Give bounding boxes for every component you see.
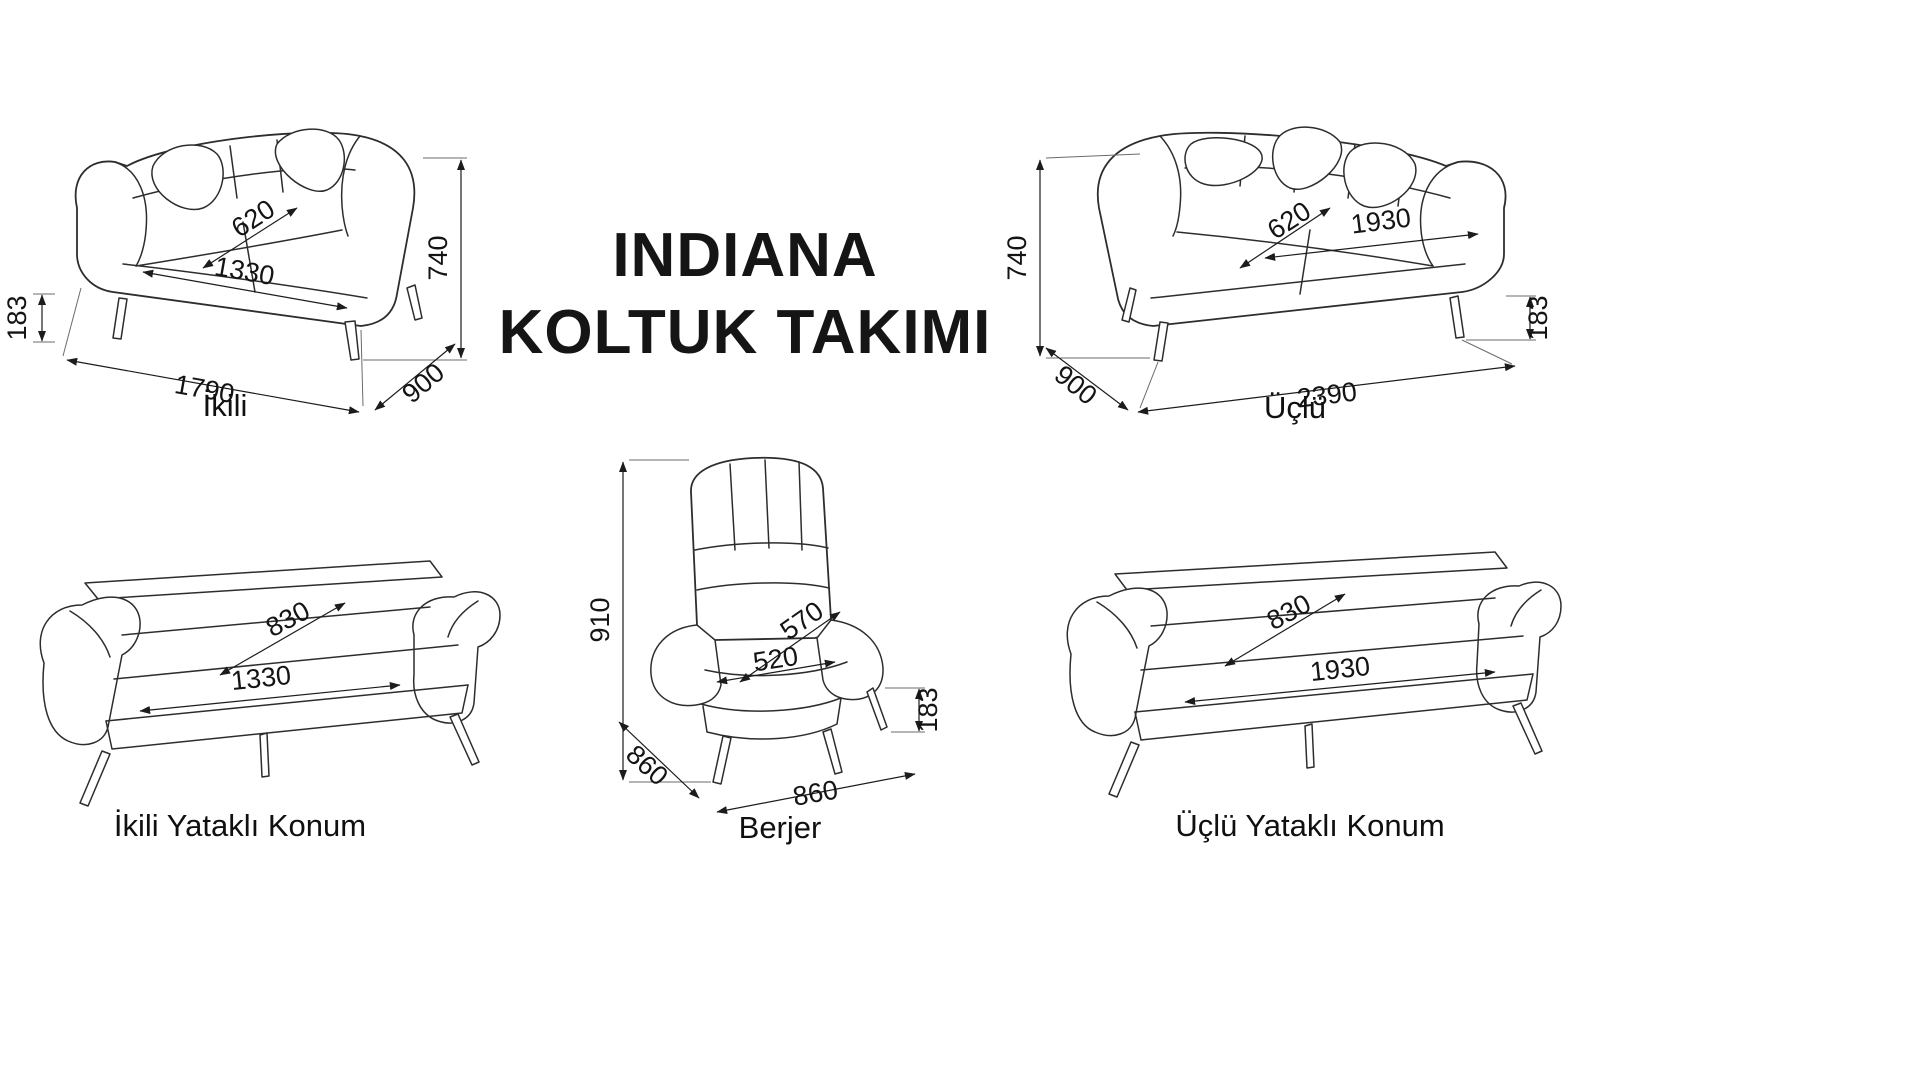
uclu-drawing: 740 900 2390 183 620 1930	[1002, 126, 1553, 415]
uclu-yatakli-drawing: 830 1930	[1066, 551, 1562, 798]
uclu-yatakli-dimensions: 830 1930	[1184, 588, 1496, 706]
title-line-1: INDIANA	[612, 221, 878, 290]
ikili-yatakli-label: İkili Yataklı Konum	[113, 808, 367, 843]
berjer-dim-total-height: 910	[585, 597, 615, 642]
uclu-yatakli-label: Üçlü Yataklı Konum	[1175, 808, 1445, 843]
diagram-title: INDIANA KOLTUK TAKIMI	[430, 218, 1060, 372]
ikili-dim-leg-height: 183	[2, 295, 32, 340]
berjer-drawing: 910 860 860 183 520 570	[585, 456, 943, 815]
ikili-dim-total-height: 740	[423, 235, 453, 280]
berjer-dim-leg-height: 183	[913, 687, 943, 732]
sofabed-body	[39, 560, 501, 807]
armchair-body	[650, 456, 888, 785]
uclu-dim-seat-width: 1930	[1349, 203, 1412, 240]
sofa-body	[1096, 126, 1507, 362]
uclu-dim-total-height: 740	[1002, 235, 1032, 280]
ikili-dim-total-depth: 900	[396, 357, 450, 409]
uclu-dim-total-width: 2390	[1295, 377, 1358, 414]
uclu-label: Üçlü	[1263, 390, 1326, 425]
ikili-yatakli-dim-bed-width: 1330	[230, 660, 293, 696]
title-line-2: KOLTUK TAKIMI	[498, 297, 992, 367]
uclu-dim-leg-height: 183	[1523, 295, 1553, 340]
ikili-label: İkili	[202, 388, 248, 423]
ikili-drawing: 183 740 1790 900 620 1330	[2, 128, 467, 415]
ikili-yatakli-dim-bed-depth: 830	[261, 595, 315, 643]
ikili-yatakli-drawing: 830 1330	[39, 560, 501, 807]
uclu-yatakli-dim-bed-width: 1930	[1309, 651, 1372, 687]
sofa-body	[74, 128, 423, 361]
berjer-label: Berjer	[738, 810, 822, 845]
uclu-dim-total-depth: 900	[1049, 359, 1103, 411]
sofabed-body	[1066, 551, 1562, 798]
berjer-dim-seat-width: 520	[751, 641, 800, 678]
berjer-dim-total-width: 860	[791, 774, 841, 811]
berjer-dim-total-depth: 860	[620, 739, 674, 791]
uclu-yatakli-dim-bed-depth: 830	[1262, 588, 1316, 636]
